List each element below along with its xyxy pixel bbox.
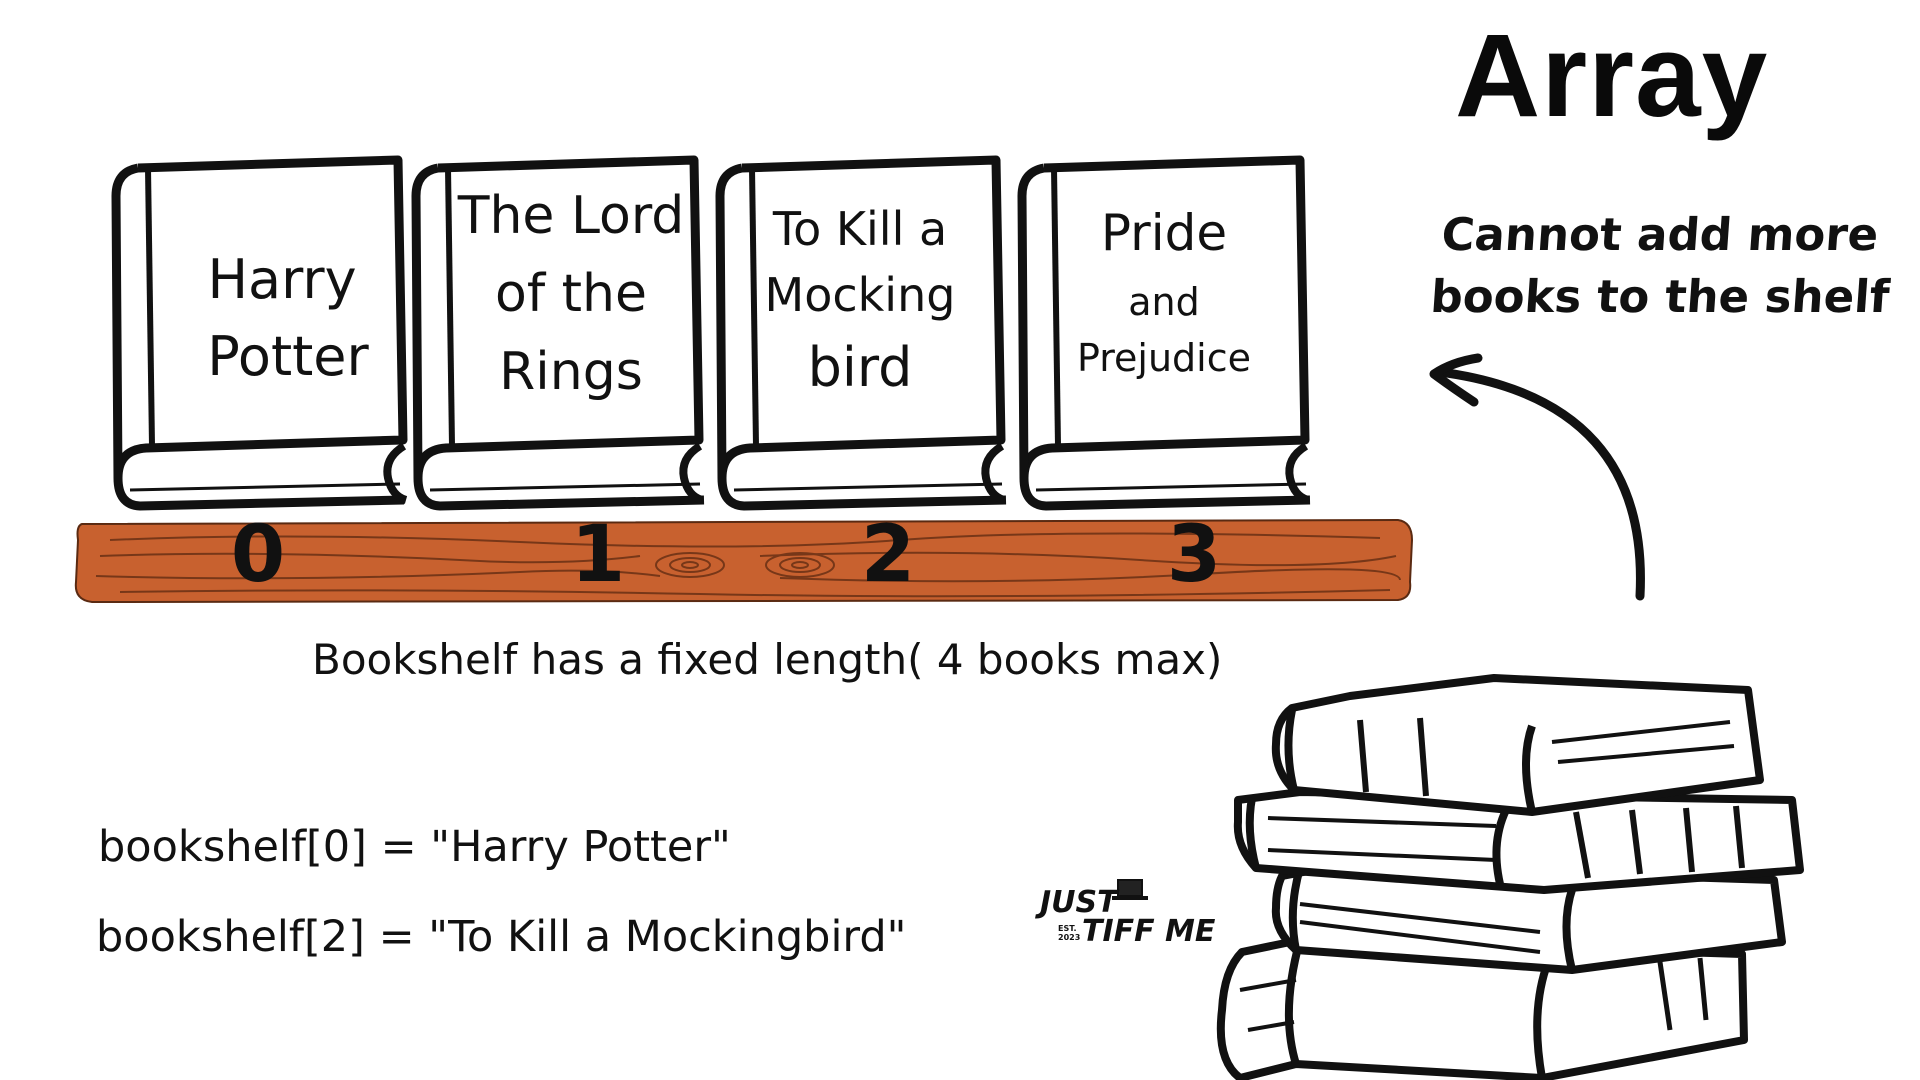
shelf-caption: Bookshelf has a fixed length( 4 books ma… (312, 635, 1223, 684)
book-1 (411, 155, 705, 511)
page-title: Array (1455, 10, 1769, 142)
book-stack-illustration (1216, 674, 1804, 1080)
index-0: 0 (230, 510, 286, 600)
index-3: 3 (1166, 510, 1222, 600)
book-3-title-line-1: Pride (1100, 204, 1228, 262)
book-2-title-line-1: To Kill a (772, 202, 948, 256)
logo-line-1: JUST (1040, 885, 1118, 920)
wooden-shelf (74, 518, 1414, 604)
book-0 (111, 155, 408, 511)
book-2 (715, 155, 1007, 511)
book-1-title-line-3: Rings (499, 342, 643, 402)
book-2-title-line-2: Mocking (764, 268, 956, 322)
index-1: 1 (570, 510, 626, 600)
book-0-title-line-2: Potter (207, 325, 369, 388)
book-2-title-line-3: bird (807, 336, 913, 399)
logo-line-2: TIFF ME (1082, 914, 1216, 949)
code-line-2: bookshelf[2] = "To Kill a Mockingbird" (96, 912, 907, 962)
book-1-title-line-2: of the (495, 264, 647, 324)
note-line-2: books to the shelf (1428, 270, 1892, 323)
logo-year: 2023 (1058, 933, 1081, 942)
book-3-title-line-3: Prejudice (1076, 336, 1251, 380)
book-1-title-line-1: The Lord (457, 186, 685, 246)
note-line-1: Cannot add more (1439, 208, 1881, 261)
laptop-icon (1112, 879, 1148, 900)
book-0-title-line-1: Harry (207, 248, 357, 311)
book-3-title-line-2: and (1128, 280, 1200, 324)
index-2: 2 (860, 510, 916, 600)
code-line-1: bookshelf[0] = "Harry Potter" (98, 822, 731, 872)
arrow-icon (1429, 353, 1645, 601)
logo-est: EST. (1058, 924, 1077, 933)
book-3 (1017, 155, 1311, 511)
